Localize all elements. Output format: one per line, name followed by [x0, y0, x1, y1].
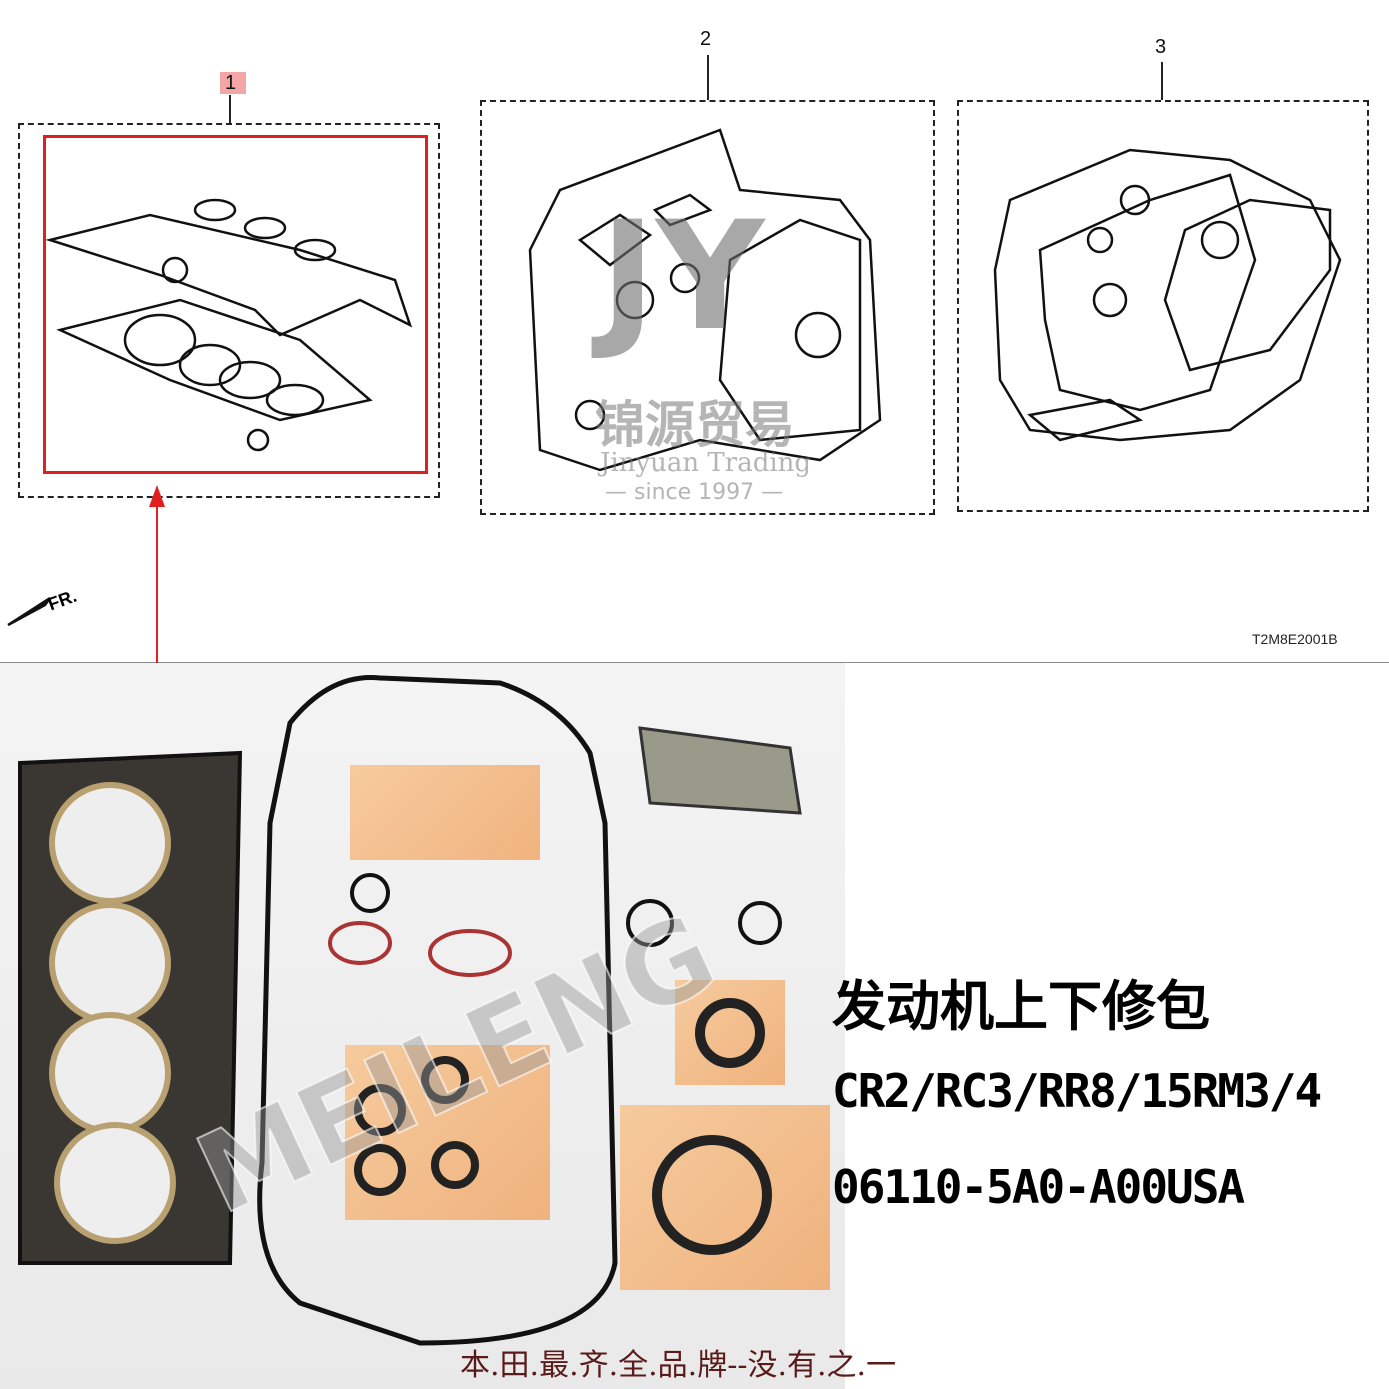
watermark-cn-name: 锦源贸易 [595, 395, 795, 454]
callout-3: 3 [1155, 36, 1167, 58]
product-part-number: 06110-5A0-A00USA [832, 1160, 1245, 1214]
callout-line-2 [707, 55, 709, 100]
gasket-drawings [7, 128, 1342, 627]
seal-rings [354, 998, 772, 1255]
callout-line-3 [1161, 62, 1163, 100]
pointer-arrowhead [149, 485, 165, 507]
divider [0, 662, 1389, 663]
watermark-logo: JY [600, 190, 765, 364]
pointer-line [156, 500, 158, 740]
watermark-en-name: Jinyuan Trading [600, 448, 812, 478]
diagram-panel-2 [480, 100, 935, 515]
product-models: CR2/RC3/RR8/15RM3/4 [832, 1064, 1322, 1118]
diagram-code: T2M8E2001B [1252, 631, 1338, 647]
product-title: 发动机上下修包 [832, 975, 1210, 1038]
callout-2: 2 [700, 28, 712, 50]
photo-parts [18, 675, 802, 1346]
callout-line-1 [229, 95, 231, 123]
diagram-panel-1 [18, 123, 440, 498]
callout-1: 1 [225, 72, 237, 94]
highlight-box [43, 135, 428, 474]
slogan: 本.田.最.齐.全.品.牌--没.有.之.一 [460, 1348, 897, 1383]
diagram-panel-3 [957, 100, 1369, 512]
bag-valve-seals [350, 765, 540, 860]
callout-1-highlight [220, 72, 246, 94]
watermark-since: — since 1997 — [605, 480, 784, 505]
